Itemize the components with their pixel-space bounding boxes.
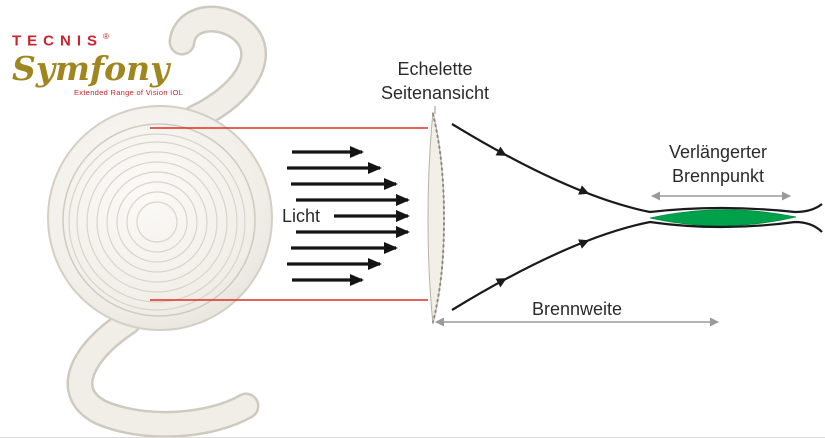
- label-echelette-line2: Seitenansicht: [380, 82, 490, 103]
- converging-rays: [451, 123, 823, 311]
- label-extended-focus-line2: Brennpunkt: [671, 165, 765, 186]
- echelette-serrations: [432, 113, 446, 323]
- iol-optic-body: [47, 105, 273, 331]
- ray-arrowheads: [495, 146, 590, 288]
- brand-symfony: Symfony: [12, 49, 170, 89]
- label-echelette-line1: Echelette: [397, 59, 473, 79]
- iol-haptic-top: [168, 5, 267, 132]
- label-extended-focus-line1: Verlängerter: [668, 142, 768, 162]
- iol-haptic-bottom: [66, 308, 260, 437]
- ray-bottom: [451, 220, 823, 311]
- label-brennweite: Brennweite: [531, 299, 623, 319]
- registered-mark: ®: [103, 32, 109, 41]
- light-arrows: [287, 146, 410, 286]
- label-verlaengerter-brennpunkt: Verlängerter Brennpunkt: [633, 141, 803, 189]
- echelette-body: [427, 111, 445, 325]
- brand-tecnis: TECNIS: [12, 32, 104, 50]
- brand-tagline: Extended Range of Vision IOL: [74, 87, 184, 97]
- label-echelette-side-view: Echelette Seitenansicht: [360, 58, 510, 106]
- iol-diffractive-rings: [68, 133, 246, 311]
- label-licht: Licht: [282, 206, 321, 226]
- iol-optic-edge: [62, 123, 256, 317]
- tecnis-symfony-logo: TECNIS® Symfony Extended Range of Vision…: [12, 32, 212, 97]
- echelette-lens: [427, 106, 446, 325]
- extended-focus-region: [649, 209, 797, 227]
- ray-top: [451, 123, 823, 214]
- iol-lens: [47, 5, 273, 437]
